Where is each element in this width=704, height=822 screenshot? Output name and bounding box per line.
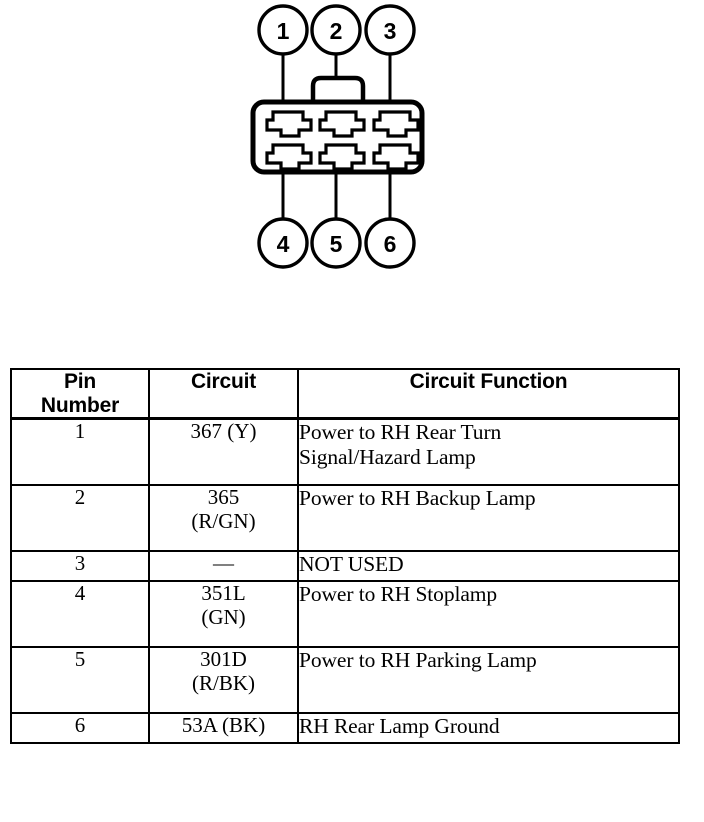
cavity-pin-6 bbox=[372, 143, 420, 171]
table-body: 1 367 (Y) Power to RH Rear Turn Signal/H… bbox=[10, 417, 680, 745]
cavity-pin-2 bbox=[318, 110, 366, 138]
cell-function-line1: Power to RH Rear Turn bbox=[299, 420, 502, 445]
cell-circuit: — bbox=[148, 550, 299, 583]
pin-callout-circle-3 bbox=[364, 4, 416, 56]
table-row: 1 367 (Y) Power to RH Rear Turn Signal/H… bbox=[10, 417, 680, 487]
cell-function-line1: RH Rear Lamp Ground bbox=[299, 714, 500, 739]
table-row: 3 — NOT USED bbox=[10, 550, 680, 583]
cell-function-line1: Power to RH Stoplamp bbox=[299, 582, 498, 607]
pin-callout-circle-6 bbox=[364, 217, 416, 269]
cell-function-line1: Power to RH Backup Lamp bbox=[299, 486, 536, 511]
cell-circuit-function: RH Rear Lamp Ground bbox=[297, 712, 680, 745]
pin-callout-label-1: 1 bbox=[277, 18, 290, 44]
pin-callout-circle-1 bbox=[257, 4, 309, 56]
cell-circuit: 53A (BK) bbox=[148, 712, 299, 745]
cell-function-line1: Power to RH Parking Lamp bbox=[299, 648, 537, 673]
column-header-pin-number: Pin Number bbox=[10, 368, 150, 421]
column-header-pin-number-line1: Pin bbox=[63, 370, 97, 393]
table-row: 2 365 (R/GN) Power to RH Backup Lamp bbox=[10, 484, 680, 553]
pin-callout-label-5: 5 bbox=[330, 231, 343, 257]
pinout-table: Pin Number Circuit Circuit Function 1 36… bbox=[10, 368, 680, 745]
cell-circuit-line1: 351L bbox=[201, 581, 246, 606]
connector-latch-tab bbox=[310, 75, 366, 103]
cell-circuit: 301D (R/BK) bbox=[148, 646, 299, 715]
pinout-table-container: Pin Number Circuit Circuit Function 1 36… bbox=[10, 368, 680, 745]
pin-callouts-bottom: 4 5 6 bbox=[257, 217, 416, 269]
cell-circuit-line1: 365 bbox=[207, 485, 240, 510]
cell-pin-number: 1 bbox=[10, 417, 150, 487]
cell-circuit-function: Power to RH Backup Lamp bbox=[297, 484, 680, 553]
cell-pin-number: 2 bbox=[10, 484, 150, 553]
cavity-pin-4 bbox=[265, 143, 313, 171]
cell-circuit-line2: (R/BK) bbox=[192, 670, 255, 695]
table-header: Pin Number Circuit Circuit Function bbox=[10, 368, 680, 421]
pin-callout-label-2: 2 bbox=[330, 18, 343, 44]
pin-callout-circle-5 bbox=[310, 217, 362, 269]
table-header-row: Pin Number Circuit Circuit Function bbox=[10, 368, 680, 421]
column-header-circuit: Circuit bbox=[148, 368, 299, 421]
pin-callout-circle-2 bbox=[310, 4, 362, 56]
pin-callout-circle-4 bbox=[257, 217, 309, 269]
cell-function-line1: NOT USED bbox=[299, 552, 404, 577]
column-header-pin-number-line2: Number bbox=[40, 393, 120, 417]
cell-circuit-line2: (GN) bbox=[201, 604, 246, 629]
cell-circuit-line1: 367 (Y) bbox=[190, 419, 257, 444]
table-row: 5 301D (R/BK) Power to RH Parking Lamp bbox=[10, 646, 680, 715]
cell-function-line2: Signal/Hazard Lamp bbox=[299, 444, 476, 469]
column-header-circuit-function: Circuit Function bbox=[297, 368, 680, 421]
pin-callout-label-4: 4 bbox=[277, 231, 290, 257]
cell-pin-number: 5 bbox=[10, 646, 150, 715]
pin-callouts-top: 1 2 3 bbox=[257, 4, 416, 56]
terminal-cavities bbox=[265, 110, 420, 171]
cavity-pin-5 bbox=[318, 143, 366, 171]
table-row: 4 351L (GN) Power to RH Stoplamp bbox=[10, 580, 680, 649]
cell-circuit-function: NOT USED bbox=[297, 550, 680, 583]
cell-circuit-line1: 53A (BK) bbox=[181, 713, 266, 738]
cell-circuit: 367 (Y) bbox=[148, 417, 299, 487]
pin-callout-label-6: 6 bbox=[384, 231, 397, 257]
connector-pinout-diagram: 1 2 3 4 5 6 bbox=[0, 0, 704, 300]
cell-circuit-line2: (R/GN) bbox=[191, 508, 256, 533]
cell-circuit-function: Power to RH Stoplamp bbox=[297, 580, 680, 649]
pin-callout-label-3: 3 bbox=[384, 18, 397, 44]
cell-pin-number: 3 bbox=[10, 550, 150, 583]
cell-pin-number: 4 bbox=[10, 580, 150, 649]
cell-circuit-function: Power to RH Parking Lamp bbox=[297, 646, 680, 715]
connector-diagram-svg: 1 2 3 4 5 6 bbox=[250, 4, 425, 269]
cavity-pin-1 bbox=[265, 110, 313, 138]
cell-circuit-line1: 301D bbox=[200, 647, 247, 672]
cell-circuit: 365 (R/GN) bbox=[148, 484, 299, 553]
cell-pin-number: 6 bbox=[10, 712, 150, 745]
table-row: 6 53A (BK) RH Rear Lamp Ground bbox=[10, 712, 680, 745]
cell-circuit-line1: — bbox=[213, 551, 234, 576]
cavity-pin-3 bbox=[372, 110, 420, 138]
cell-circuit-function: Power to RH Rear Turn Signal/Hazard Lamp bbox=[297, 417, 680, 487]
cell-circuit: 351L (GN) bbox=[148, 580, 299, 649]
